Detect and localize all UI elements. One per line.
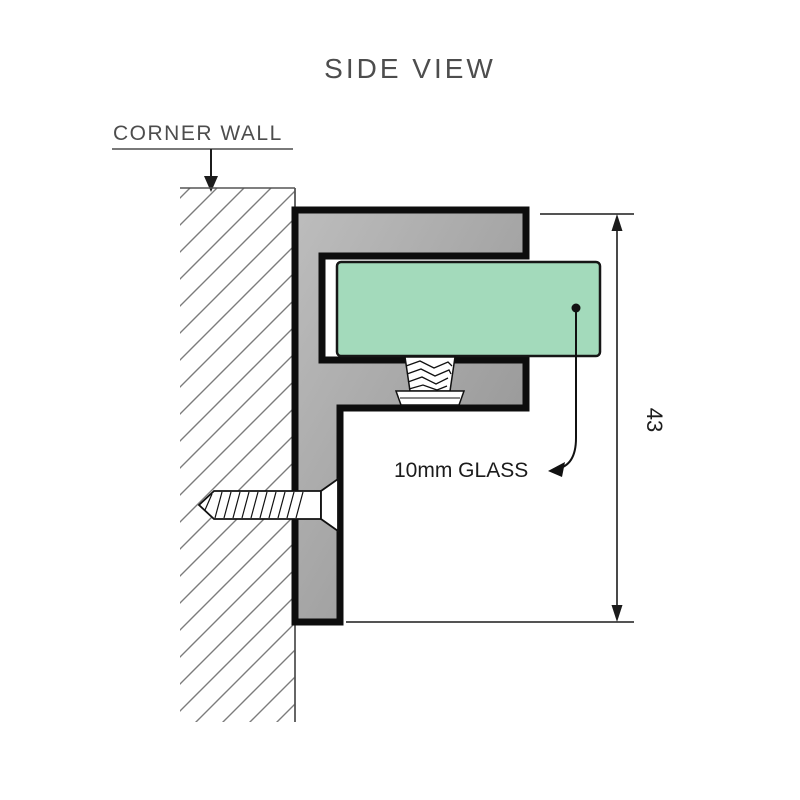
wall-screw-threads	[204, 491, 304, 519]
glass-callout: 10mm GLASS	[394, 303, 581, 482]
corner-wall-label: CORNER WALL	[113, 122, 283, 145]
glass-leader-arrowhead-icon	[548, 462, 565, 477]
grub-screw-thread	[408, 384, 448, 391]
bracket-profile	[291, 206, 530, 626]
dimension-43: 43	[346, 213, 667, 623]
wall-screw-head	[320, 477, 339, 533]
grub-screw-thread	[407, 376, 449, 385]
diagram-title: SIDE VIEW	[324, 53, 496, 84]
glass-panel	[335, 260, 602, 358]
wall-hatch	[180, 188, 295, 722]
corner-wall-callout: CORNER WALL	[112, 122, 293, 192]
wall-section	[180, 187, 296, 722]
grub-screw-thread	[406, 368, 452, 377]
corner-wall-arrowhead-icon	[204, 176, 218, 192]
glass-label: 10mm GLASS	[394, 459, 528, 482]
dimension-arrowhead-bottom-icon	[611, 605, 623, 622]
grub-screw-thread	[405, 360, 453, 369]
dimension-label: 43	[642, 408, 667, 432]
dimension-arrowhead-top-icon	[611, 214, 623, 231]
grub-screw-icon	[394, 356, 466, 406]
wall-screw-icon	[197, 477, 339, 533]
glass-leader-dot	[571, 303, 581, 313]
